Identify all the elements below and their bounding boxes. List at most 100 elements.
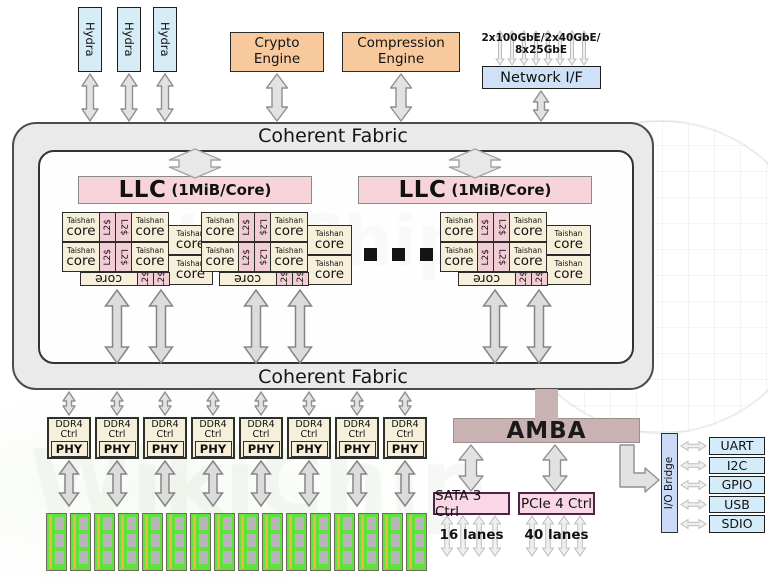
dram-chip [295, 551, 304, 564]
dimm-edge-stripe [145, 515, 148, 569]
dimm-module [70, 513, 91, 571]
ddr4-phy-block: PHY [194, 441, 232, 457]
core-word: core [135, 222, 165, 239]
core-word: core [66, 252, 96, 269]
bridge-peripheral-arrow [680, 499, 707, 510]
hydra-accelerator: Hydra [153, 7, 177, 72]
dram-chip [199, 517, 208, 530]
dram-chip [55, 517, 64, 530]
crypto-engine-block: Crypto Engine [230, 32, 324, 72]
compression-engine-block: Compression Engine [342, 32, 460, 72]
dimm-module [334, 513, 355, 571]
ddr4-phy-block: PHY [50, 441, 88, 457]
l2-cache-cell: L2$ [477, 242, 494, 272]
dram-chip [343, 551, 352, 564]
ddr4-line: DDR4 [199, 419, 227, 430]
dimm-module [142, 513, 163, 571]
ddr4-phy-block: PHY [146, 441, 184, 457]
dimm-edge-stripe [241, 515, 244, 569]
l2-cache-cell: L2$ [99, 242, 116, 272]
dimm-edge-stripe [385, 515, 388, 569]
dimm-module [118, 513, 139, 571]
l2-cache-cell: L2$ [238, 242, 255, 272]
amba-iobridge-arrow [619, 444, 660, 493]
cluster-ellipsis-dot [420, 248, 433, 261]
peripheral-usb: USB [709, 495, 765, 513]
dram-chip [391, 534, 400, 547]
back-cluster-strip-l2: L2$ [137, 272, 154, 286]
dram-chip [103, 534, 112, 547]
l2-cache-cell: L2$ [493, 212, 510, 242]
io-bridge-block: I/O Bridge [661, 433, 678, 533]
l2-cache-cell: L2$ [477, 212, 494, 242]
dram-chip [79, 551, 88, 564]
llc-name: LLC [398, 177, 447, 203]
dimm-module [238, 513, 259, 571]
core-word: core [135, 252, 165, 269]
back-cluster-strip-core: core [458, 272, 516, 286]
amba-pcie-arrow [542, 444, 568, 492]
dram-chip [175, 551, 184, 564]
ctrl-line: Ctrl [204, 429, 222, 440]
dram-chip [319, 534, 328, 547]
ddr4-phy-block: PHY [98, 441, 136, 457]
l2-cache-label-flipped: L2$ [279, 272, 290, 286]
ddr4-phy-block: PHY [338, 441, 376, 457]
core-word: core [205, 252, 235, 269]
core-vendor-name: Taishan [205, 245, 235, 255]
dram-chip [55, 534, 64, 547]
ctrl-line: Ctrl [156, 429, 174, 440]
core-vendor-name: Taishan [135, 245, 165, 255]
dram-chip [103, 551, 112, 564]
dram-chip [367, 551, 376, 564]
l2-cache-label: L2$ [496, 218, 507, 236]
dram-chip [247, 517, 256, 530]
dimm-module [94, 513, 115, 571]
dimm-module [358, 513, 379, 571]
l2-cache-label: L2$ [496, 248, 507, 266]
core-word-flipped: core [95, 272, 123, 286]
peripheral-i2c: I2C [709, 456, 765, 474]
peripheral-gpio: GPIO [709, 476, 765, 494]
llc-name: LLC [118, 177, 167, 203]
dimm-module [382, 513, 403, 571]
dram-chip [79, 534, 88, 547]
l2-cache-label: L2$ [257, 248, 268, 266]
hydra-fabric-arrow [120, 73, 138, 122]
l2-cache-cell: L2$ [115, 242, 132, 272]
core-vendor-name: Taishan [444, 215, 474, 225]
dram-chip [127, 517, 136, 530]
dram-chip [175, 534, 184, 547]
dram-chip [271, 517, 280, 530]
core-vendor-name: Taishan [176, 258, 205, 268]
dimm-edge-stripe [97, 515, 100, 569]
ddr4-line: DDR4 [343, 419, 371, 430]
dram-chip [151, 517, 160, 530]
dimm-edge-stripe [193, 515, 196, 569]
hydra-fabric-arrow [81, 73, 99, 122]
l2-cache-label: L2$ [118, 248, 129, 266]
core-word: core [314, 265, 345, 282]
dram-chip [271, 534, 280, 547]
core-vendor-name: Taishan [205, 215, 235, 225]
l2-cache-cell: L2$ [238, 212, 255, 242]
crypto-fabric-arrow [265, 73, 289, 122]
